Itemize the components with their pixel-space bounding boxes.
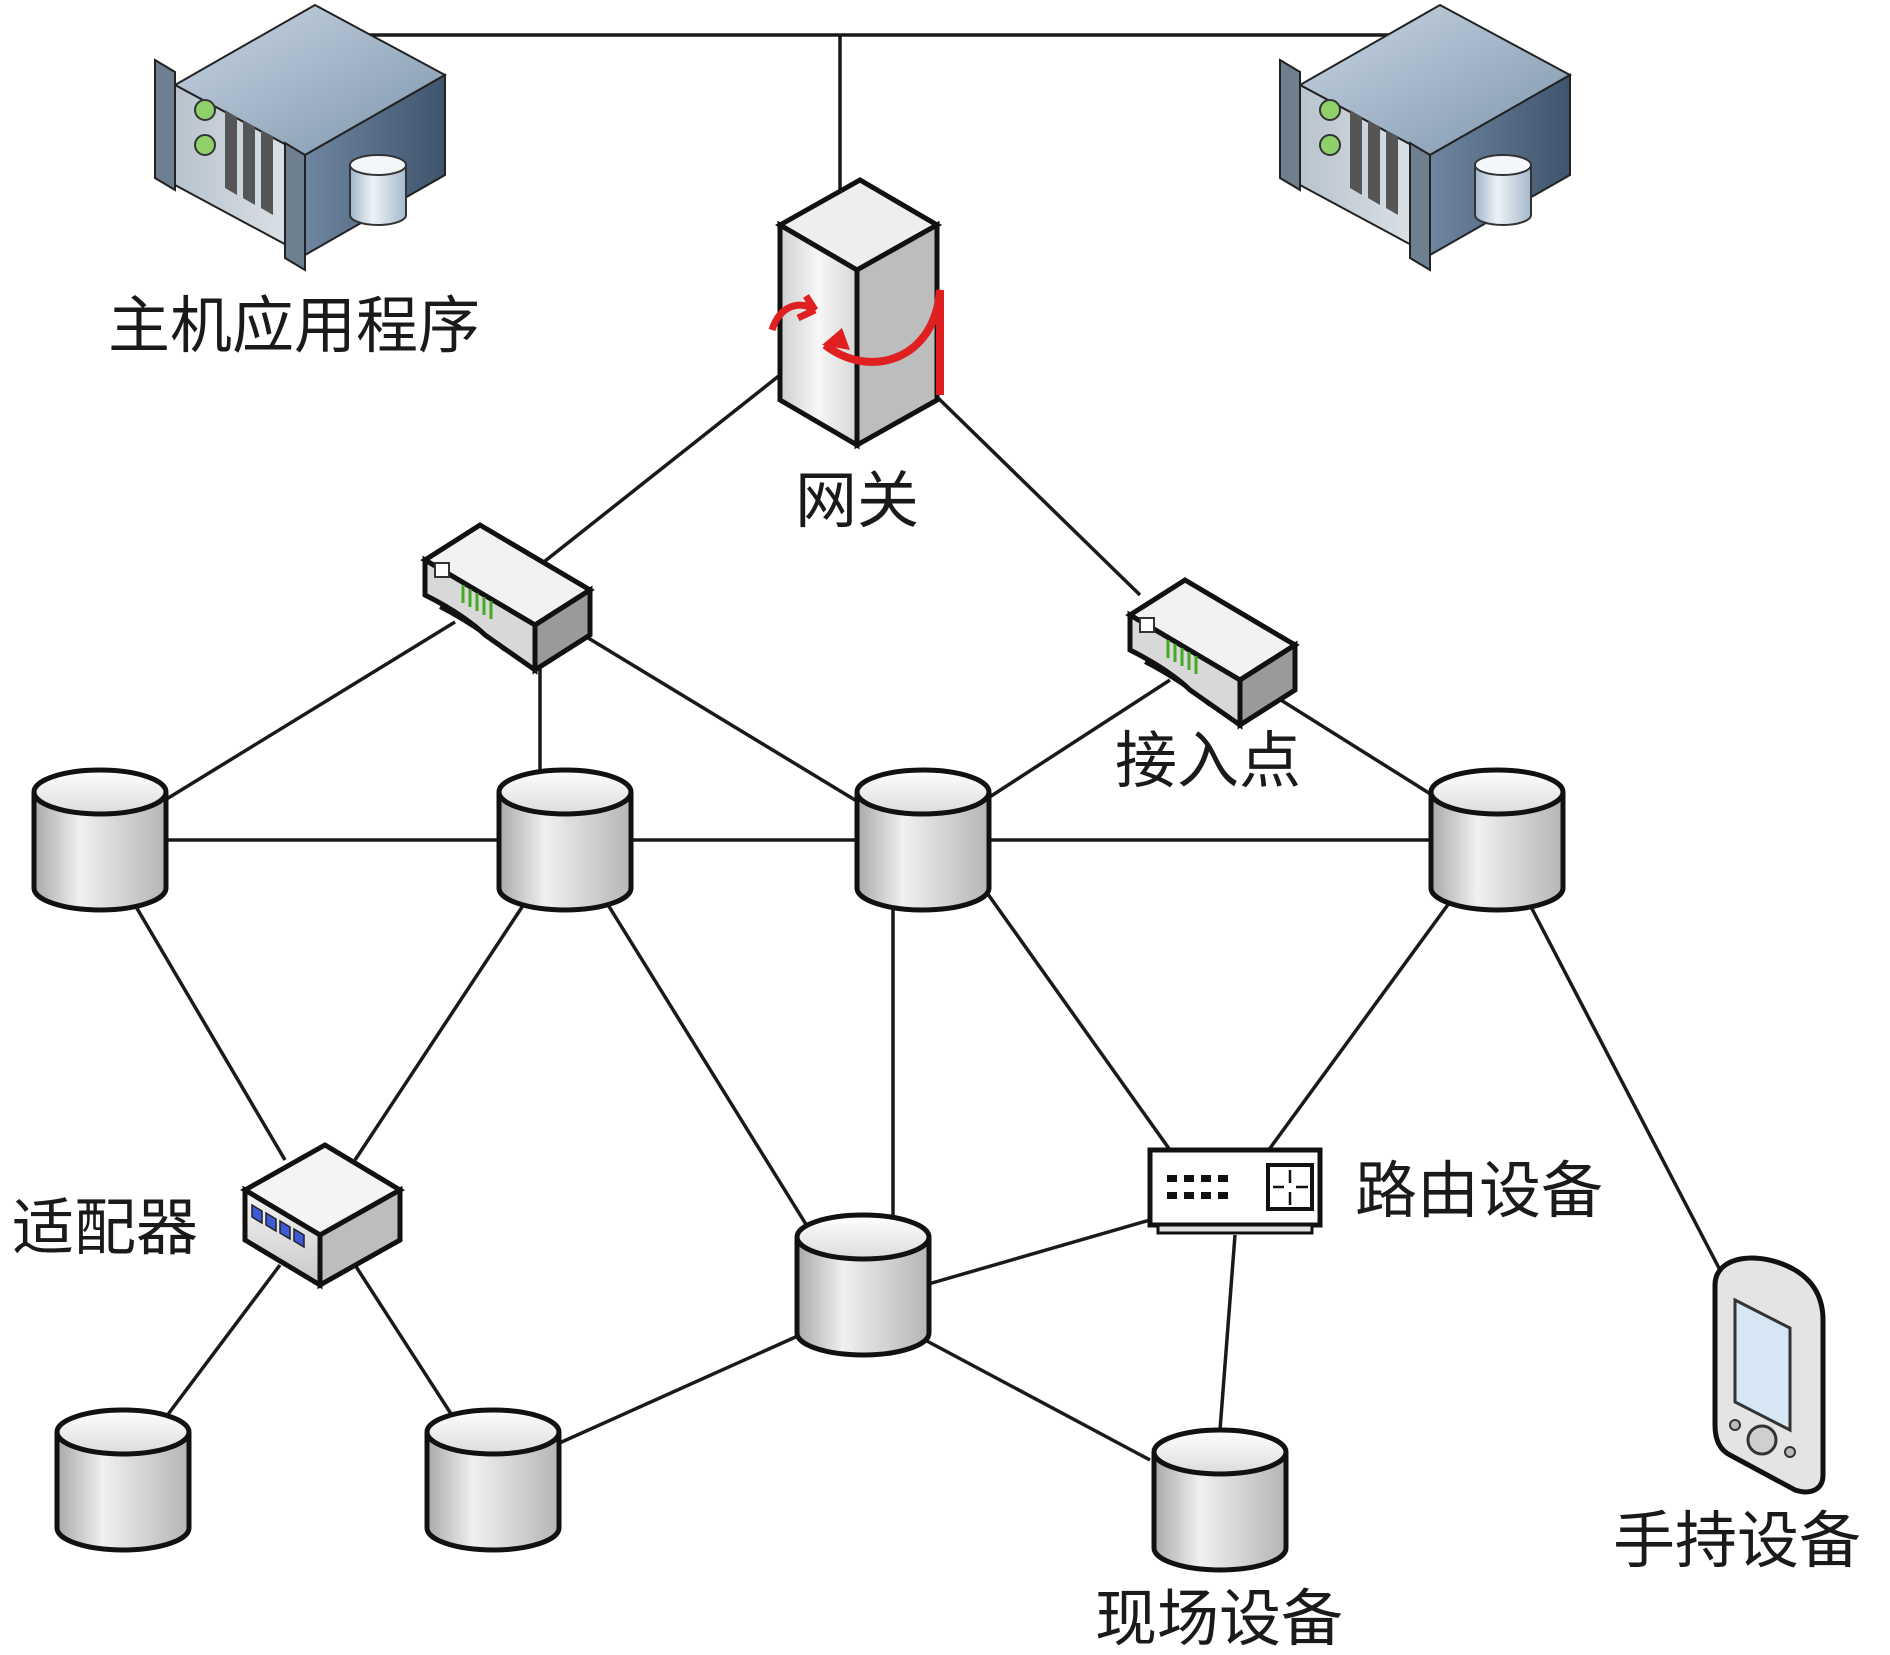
- field-node-row1-c: [857, 770, 989, 910]
- field-node-row1-b: [499, 770, 631, 910]
- field-node-row1-a: [34, 770, 166, 910]
- gateway-label: 网关: [795, 464, 920, 537]
- host-server-right: [1279, 4, 1571, 271]
- pda-icon: [1712, 1255, 1826, 1495]
- routing-device-label: 路由设备: [1355, 1154, 1604, 1227]
- host-apps-label: 主机应用程序: [108, 289, 481, 362]
- access-point-label: 接入点: [1115, 724, 1302, 797]
- host-server-left: [154, 4, 446, 271]
- adapter-box-icon: [240, 1142, 405, 1290]
- field-node-bottom-b: [427, 1410, 559, 1550]
- access-point-right: [1130, 580, 1295, 725]
- gateway-tower-icon: [768, 177, 944, 450]
- field-node-center: [797, 1215, 929, 1355]
- handheld-device-label: 手持设备: [1613, 1504, 1862, 1577]
- field-node-row1-d: [1431, 770, 1563, 910]
- adapter-label: 适配器: [12, 1191, 199, 1264]
- field-device-label: 现场设备: [1095, 1582, 1344, 1655]
- field-node-bottom-c: [1154, 1430, 1286, 1570]
- router-icon: [1147, 1147, 1323, 1235]
- field-node-bottom-a: [57, 1410, 189, 1550]
